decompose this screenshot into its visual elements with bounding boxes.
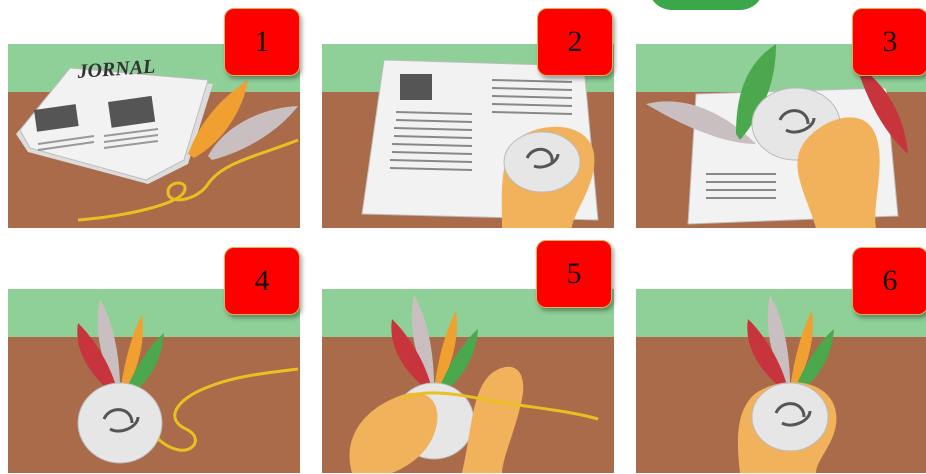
feather-bundle	[77, 299, 164, 397]
string	[158, 369, 298, 450]
step-number-badge: 3	[852, 8, 926, 76]
left-hand	[349, 393, 437, 473]
step-4-illustration	[8, 289, 300, 473]
step-number-badge: 5	[536, 240, 612, 308]
paper-ball	[752, 383, 828, 451]
paper-ball	[504, 132, 580, 192]
step-6-illustration	[636, 289, 926, 473]
step-4-scene	[8, 289, 300, 473]
step-number-badge: 4	[224, 247, 300, 315]
paper-ball	[78, 383, 162, 463]
newspaper-stack: JORNAL	[16, 56, 213, 184]
step-number-badge: 6	[852, 247, 926, 315]
decorative-green-shape	[648, 0, 764, 10]
step-6-scene	[636, 289, 926, 473]
step-5-scene	[322, 289, 614, 473]
step-number-badge: 2	[537, 8, 613, 76]
step-number-badge: 1	[224, 8, 300, 76]
feather-bundle	[391, 295, 478, 393]
step-5-illustration	[322, 289, 614, 473]
feather-bundle	[747, 295, 834, 393]
